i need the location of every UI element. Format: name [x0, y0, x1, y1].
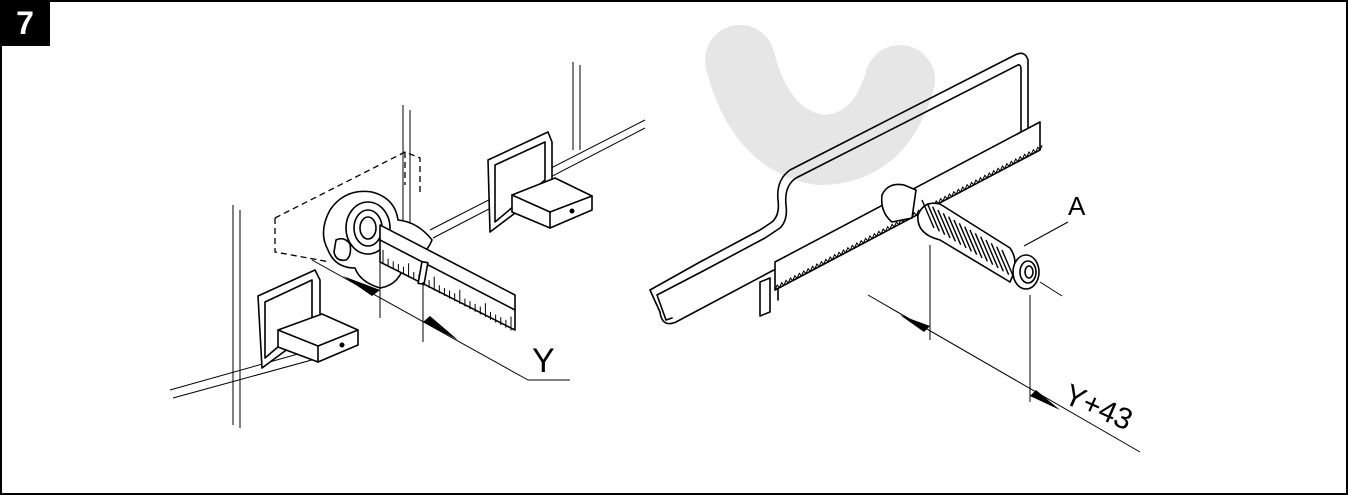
thread-lines	[921, 199, 1015, 279]
watermark	[705, 25, 935, 186]
right-drawing-cut-y43: A Y+43	[649, 52, 1141, 453]
left-drawing-measure-y: Y	[169, 62, 646, 428]
step-number-badge: 7	[0, 0, 50, 46]
dimension-y-label: Y	[532, 342, 555, 380]
part-a-label: A	[1068, 191, 1086, 221]
